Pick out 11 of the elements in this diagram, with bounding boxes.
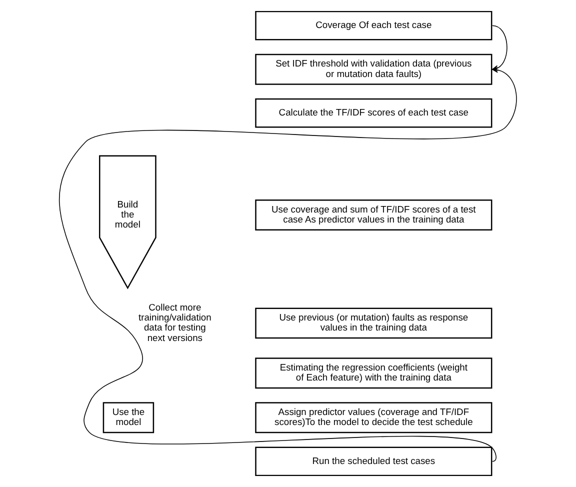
edge-label: Collect more training/validation data for testing next versions bbox=[138, 302, 212, 343]
node-box: Calculate the TF/IDF scores of each test case bbox=[255, 98, 492, 128]
node-box: Use previous (or mutation) faults as response values in the training data bbox=[255, 308, 492, 339]
node-box: Run the scheduled test cases bbox=[255, 446, 492, 476]
node-box: Estimating the regression coefficients (weight of Each feature) with the training data bbox=[255, 358, 492, 389]
arrow bbox=[58, 67, 517, 462]
node-box: Coverage Of each test case bbox=[255, 10, 492, 40]
node-box: Use the model bbox=[102, 402, 154, 434]
node-box: Use coverage and sum of TF/IDF scores of a test case As predictor values in the training data bbox=[255, 200, 492, 230]
node-box: Set IDF threshold with validation data (previous or mutation data faults) bbox=[255, 54, 492, 85]
node-box: Assign predictor values (coverage and TF/IDF scores)To the model to decide the test schedule bbox=[255, 402, 492, 434]
